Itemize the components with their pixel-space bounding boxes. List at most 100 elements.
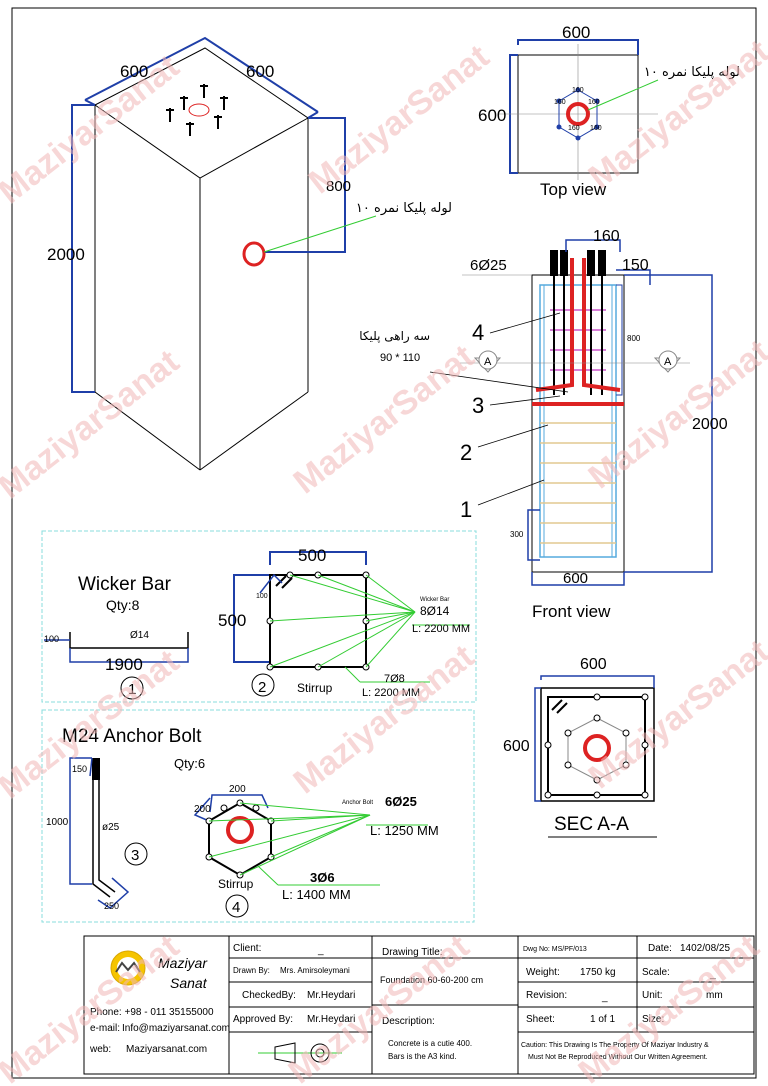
- unit-label: Unit:: [642, 990, 663, 1001]
- iso-dim-top-left: 600: [120, 62, 148, 81]
- wicker-length: 1900: [105, 655, 143, 674]
- checked-value: Mr.Heydari: [307, 990, 355, 1001]
- stirrup1-label: Stirrup: [297, 681, 333, 695]
- client-label: Client:: [233, 943, 261, 954]
- isometric-view: [71, 36, 377, 471]
- watermark: MaziyarSanat: [582, 633, 768, 797]
- iso-dim-pipe: 800: [326, 178, 351, 195]
- stirrup2-bolt-spec: 6Ø25: [385, 794, 417, 809]
- weight-value: 1750 kg: [580, 967, 616, 978]
- anchor-bolt-shape: [69, 757, 148, 909]
- anchor-dim-len: 1000: [46, 817, 69, 828]
- front-tee-label: سه راهی پلیکا: [359, 329, 430, 344]
- company-web: Maziyarsanat.com: [126, 1044, 207, 1055]
- approved-label: Approved By:: [233, 1014, 293, 1025]
- stirrup1-dim-top: 500: [298, 546, 326, 565]
- wicker-qty: Qty:8: [106, 597, 140, 613]
- sheet-border: [11, 7, 757, 1079]
- stirrup2-num: 4: [232, 899, 240, 916]
- callout-3: 3: [472, 393, 484, 418]
- drawn-by-value: Mrs. Amirsoleymani: [280, 966, 350, 975]
- anchor-dim-bottom: 250: [104, 901, 119, 911]
- stirrup2-len: L: 1400 MM: [282, 887, 351, 902]
- drawn-by-label: Drawn By:: [233, 966, 270, 975]
- top-dim-width: 600: [562, 23, 590, 42]
- title-block: [83, 935, 755, 1075]
- projection-symbol-icon: [258, 1042, 342, 1064]
- stirrup1-spec: 7Ø8: [384, 673, 405, 685]
- watermark-layer: MaziyarSanat MaziyarSanat MaziyarSanat M…: [0, 33, 768, 1086]
- dwg-no: Dwg No: MS/PF/013: [523, 946, 587, 953]
- stirrup1-wicker-spec: 8Ø14: [420, 604, 450, 618]
- company-email: Info@maziyarsanat.com: [122, 1023, 230, 1034]
- wicker-bar-shape: [69, 632, 189, 649]
- section-dim-side: 600: [503, 738, 530, 755]
- unit-value: mm: [706, 990, 723, 1001]
- logo-line1: Maziyar: [158, 955, 208, 971]
- front-dim-800: 800: [627, 334, 641, 343]
- front-view-title: Front view: [532, 602, 611, 621]
- front-tee-size: 90 * 110: [380, 352, 420, 364]
- detail-box-wicker: [41, 530, 477, 703]
- front-dim-side: 150: [622, 257, 649, 274]
- iso-dim-top-right: 600: [246, 62, 274, 81]
- front-dim-top: 160: [593, 228, 620, 245]
- top-spacing-3: 160: [588, 99, 600, 106]
- top-spacing-5: 160: [590, 125, 602, 132]
- email-label: e-mail:: [90, 1023, 120, 1034]
- wicker-hook: 100: [44, 634, 59, 644]
- top-pipe-icon: [566, 102, 590, 126]
- front-dim-bottom: 600: [563, 570, 588, 587]
- sheet-value: 1 of 1: [590, 1014, 615, 1025]
- watermark: MaziyarSanat: [287, 638, 482, 802]
- stirrup1-hook: 100: [256, 593, 268, 600]
- wicker-num-circle: [120, 676, 144, 700]
- wicker-num: 1: [128, 681, 136, 698]
- anchor-qty: Qty:6: [174, 756, 205, 771]
- stirrup2-dim-top: 200: [229, 784, 246, 795]
- front-dim-300: 300: [510, 530, 524, 539]
- date-value: 1402/08/25: [680, 943, 730, 954]
- drawing-title-value: Foundation 60-60-200 cm: [380, 975, 483, 985]
- section-marker-left: A: [484, 356, 492, 368]
- logo-line2: Sanat: [170, 975, 208, 991]
- wicker-dia: Ø14: [130, 630, 149, 641]
- scale-value: _: [709, 969, 716, 980]
- scale-label: Scale:: [642, 967, 670, 978]
- weight-label: Weight:: [526, 967, 560, 978]
- revision-value: _: [601, 992, 608, 1003]
- front-view: [429, 239, 713, 586]
- stirrup2-label: Stirrup: [218, 877, 254, 891]
- callout-2: 2: [460, 440, 472, 465]
- top-spacing-4: 160: [568, 125, 580, 132]
- caution-line1: Caution: This Drawing Is The Property Of…: [521, 1042, 709, 1049]
- anchor-num: 3: [131, 847, 139, 864]
- section-aa: [534, 675, 657, 838]
- stirrup-1-detail: [233, 551, 470, 697]
- section-marker-right: A: [664, 356, 672, 368]
- iso-pipe-icon: [242, 241, 266, 267]
- anchor-dim-top: 150: [72, 764, 87, 774]
- stirrup1-wicker-len: L: 2200 MM: [412, 623, 470, 635]
- checked-label: CheckedBy:: [242, 990, 296, 1001]
- wicker-title: Wicker Bar: [78, 574, 172, 595]
- anchor-title: M24 Anchor Bolt: [62, 726, 202, 747]
- section-title: SEC A-A: [554, 814, 629, 835]
- size-label: Size:: [642, 1014, 664, 1025]
- section-dim-top: 600: [580, 656, 607, 673]
- callout-4: 4: [472, 320, 484, 345]
- stirrup2-bolt-title: Anchor Bolt: [342, 800, 373, 806]
- iso-dim-height: 2000: [47, 245, 85, 264]
- top-view: [498, 39, 659, 180]
- callout-1: 1: [460, 497, 472, 522]
- watermark: MaziyarSanat: [0, 343, 186, 507]
- stirrup2-spec: 3Ø6: [310, 870, 335, 885]
- top-view-title: Top view: [540, 180, 607, 199]
- top-spacing-2: 160: [554, 99, 566, 106]
- anchor-dia: ø25: [102, 822, 120, 833]
- top-dim-height: 600: [478, 106, 506, 125]
- stirrup1-num: 2: [258, 679, 266, 696]
- approved-value: Mr.Heydari: [307, 1014, 355, 1025]
- company-phone: Phone: +98 - 011 35155000: [90, 1007, 214, 1018]
